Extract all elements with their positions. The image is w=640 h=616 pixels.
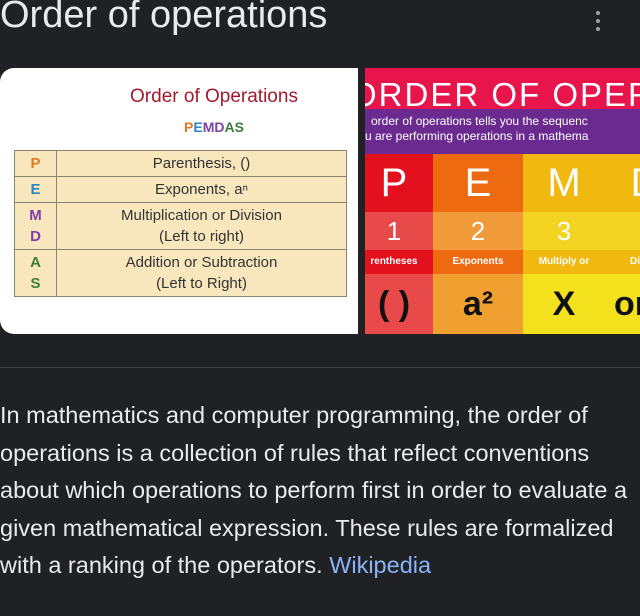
- poster-num: [605, 212, 640, 250]
- subtitle-letter: M: [202, 119, 215, 135]
- row-text: Addition or Subtraction (Left to Right): [56, 249, 347, 297]
- row-text: Multiplication or Division (Left to righ…: [56, 202, 347, 250]
- row-text: Parenthesis, (): [56, 150, 347, 177]
- image-title: Order of Operations: [130, 86, 298, 107]
- poster-symbol: X: [523, 274, 605, 334]
- subtitle-letter: P: [184, 119, 194, 135]
- poster-symbol: ( ): [365, 274, 433, 334]
- poster-letter: M: [523, 154, 605, 212]
- page-title: Order of operations: [0, 0, 328, 36]
- row-text: Exponents, aⁿ: [56, 176, 347, 203]
- divider: [0, 367, 640, 368]
- row-letters: E: [14, 176, 57, 203]
- pemdas-poster-image[interactable]: ORDER OF OPERA order of operations tells…: [365, 68, 640, 334]
- poster-num: 3: [523, 212, 605, 250]
- poster-description: order of operations tells you the sequen…: [365, 109, 640, 154]
- description-text: In mathematics and computer programming,…: [0, 402, 628, 579]
- pemdas-subtitle: PEMDAS: [0, 119, 358, 135]
- poster-letter: E: [433, 154, 523, 212]
- poster-word: Exponents: [433, 250, 523, 274]
- poster-symbol: a²: [433, 274, 523, 334]
- poster-num: 2: [433, 212, 523, 250]
- poster-column: D Divideor ÷: [605, 154, 640, 334]
- poster-word: Multiply or: [523, 250, 605, 274]
- wikipedia-link[interactable]: Wikipedia: [329, 552, 432, 579]
- poster-word: Divide: [605, 250, 640, 274]
- subtitle-letter: S: [234, 119, 244, 135]
- poster-symbol: or ÷: [605, 274, 640, 334]
- poster-letter: P: [365, 154, 433, 212]
- subtitle-letter: E: [193, 119, 203, 135]
- poster-num: 1: [365, 212, 433, 250]
- description: In mathematics and computer programming,…: [0, 397, 640, 585]
- subtitle-letter: A: [224, 119, 235, 135]
- row-letters: M D: [14, 202, 57, 250]
- more-vert-icon[interactable]: [588, 6, 608, 36]
- poster-title: ORDER OF OPERA: [365, 76, 640, 113]
- row-letters: A S: [14, 249, 57, 297]
- poster-word: rentheses: [365, 250, 433, 274]
- row-letters: P: [14, 150, 57, 177]
- poster-letter: D: [605, 154, 640, 212]
- subtitle-letter: D: [214, 119, 225, 135]
